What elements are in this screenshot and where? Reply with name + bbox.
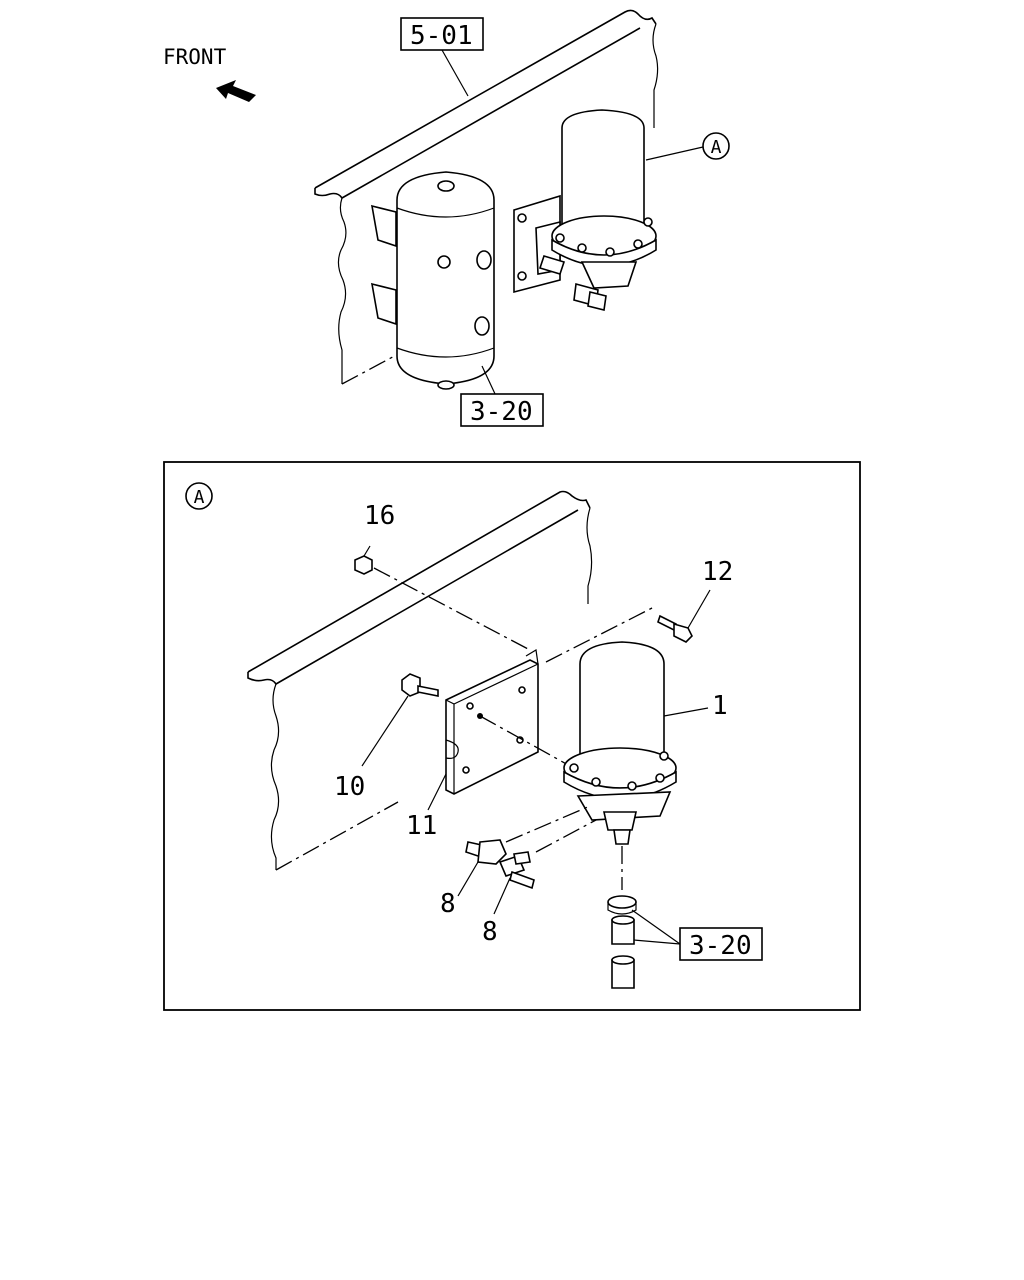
part-12-bolt[interactable]: 12 bbox=[657, 557, 733, 643]
part-10-bolt[interactable]: 10 bbox=[334, 673, 439, 802]
callout-A[interactable]: A bbox=[645, 132, 730, 161]
detail-frame-rail bbox=[247, 490, 657, 871]
part-8b-label: 8 bbox=[482, 917, 498, 947]
ref-5-01-label: 5-01 bbox=[410, 21, 473, 51]
part-8a-label: 8 bbox=[440, 889, 456, 919]
part-10-label: 10 bbox=[334, 772, 365, 802]
air-dryer-overview bbox=[513, 109, 657, 311]
part-11-label: 11 bbox=[406, 811, 437, 841]
frame-rail bbox=[314, 9, 659, 385]
part-16-nut[interactable]: 16 bbox=[354, 501, 531, 651]
detail-marker-A: A bbox=[185, 482, 213, 510]
front-label: FRONT bbox=[163, 45, 227, 69]
detail-view-A: A 16 12 10 bbox=[163, 461, 861, 1011]
detail-marker-label: A bbox=[194, 487, 205, 508]
ref-5-01-callout[interactable]: 5-01 bbox=[400, 17, 484, 97]
ref-3-20-tank-callout[interactable]: 3-20 bbox=[460, 365, 544, 427]
callout-A-label: A bbox=[711, 137, 722, 158]
part-12-label: 12 bbox=[702, 557, 733, 587]
ref-3-20-hose-label: 3-20 bbox=[689, 931, 752, 961]
part-8-fitting-a[interactable]: 8 bbox=[440, 839, 507, 919]
part-11-bracket[interactable]: 11 bbox=[406, 649, 571, 841]
detail-frame bbox=[163, 461, 861, 1011]
hose-assembly bbox=[607, 895, 637, 989]
overview-view: FRONT 5-01 bbox=[163, 9, 730, 427]
part-1-label: 1 bbox=[712, 691, 728, 721]
front-arrow-icon bbox=[216, 80, 256, 102]
air-tank bbox=[370, 171, 495, 390]
ref-3-20-hose-callout[interactable]: 3-20 bbox=[631, 909, 763, 961]
part-1-air-dryer[interactable]: 1 bbox=[505, 641, 728, 890]
part-16-label: 16 bbox=[364, 501, 395, 531]
ref-3-20-tank-label: 3-20 bbox=[470, 397, 533, 427]
part-8-fitting-b[interactable]: 8 bbox=[482, 851, 535, 947]
